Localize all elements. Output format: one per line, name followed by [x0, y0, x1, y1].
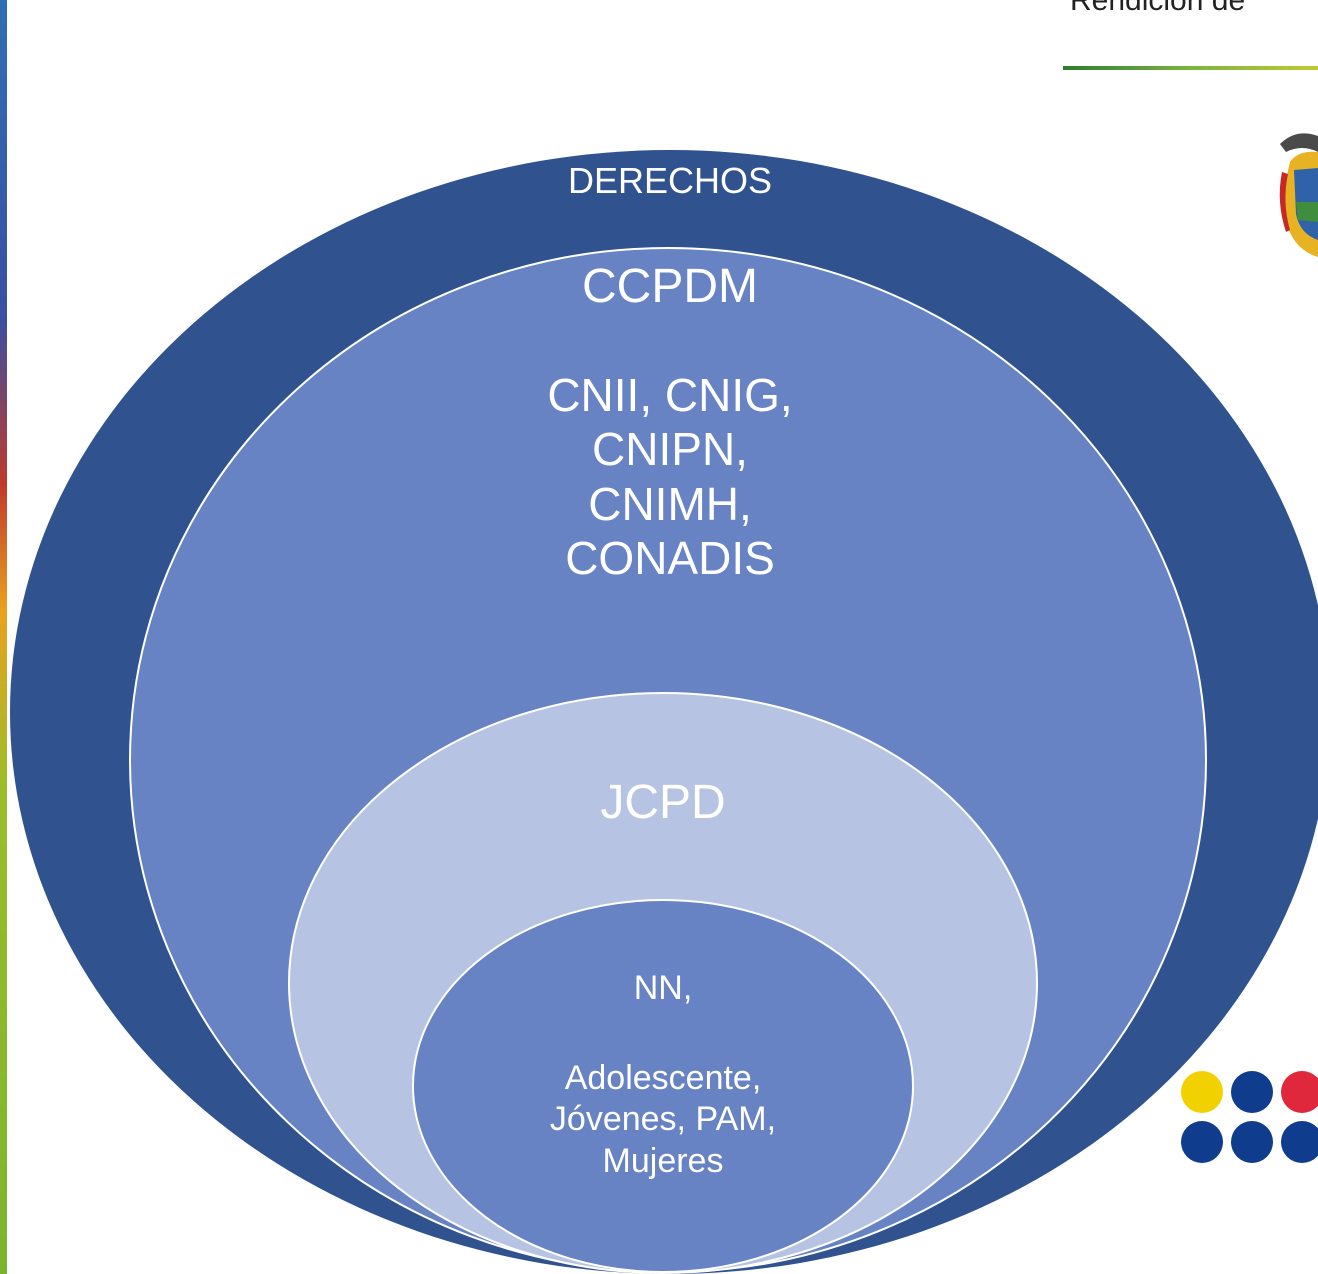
core-circle-groups: [412, 899, 914, 1273]
label-ccpdm: CCPDM: [582, 260, 758, 313]
label-line: DERECHOS: [567, 159, 773, 201]
label-sistema-de-derechos: SISTEMA DE DERECHOS: [520, 115, 820, 203]
label-line: SISTEMA DE: [561, 116, 779, 157]
label-line: CONADIS: [565, 531, 775, 584]
ecuador-coat-of-arms-icon: [1279, 133, 1318, 257]
header-title: Rendición de: [1070, 0, 1246, 17]
label-groups: Adolescente, Jóvenes, PAM, Mujeres: [533, 1058, 793, 1182]
header-gradient-rule: [1063, 66, 1318, 70]
label-line: Adolescente,: [564, 1059, 762, 1097]
label-line: CNII, CNIG,: [547, 369, 793, 421]
label-nn: NN,: [633, 969, 693, 1007]
logo-dot: [1281, 1121, 1318, 1163]
logo-dot: [1281, 1071, 1318, 1113]
label-line: CNIMH,: [588, 477, 752, 530]
institution-dots-logo: [1181, 1071, 1318, 1163]
logo-dot: [1231, 1071, 1273, 1113]
logo-dot: [1231, 1121, 1273, 1163]
left-color-bar: [0, 0, 7, 1274]
label-line: CNIPN,: [592, 423, 748, 476]
logo-dot: [1181, 1071, 1223, 1113]
label-jcpd: JCPD: [600, 776, 726, 829]
label-councils: CNII, CNIG, CNIPN, CNIMH, CONADIS: [510, 368, 830, 585]
logo-dot: [1181, 1121, 1223, 1163]
label-line: Jóvenes, PAM,: [549, 1100, 777, 1139]
label-line: Mujeres: [602, 1141, 724, 1180]
